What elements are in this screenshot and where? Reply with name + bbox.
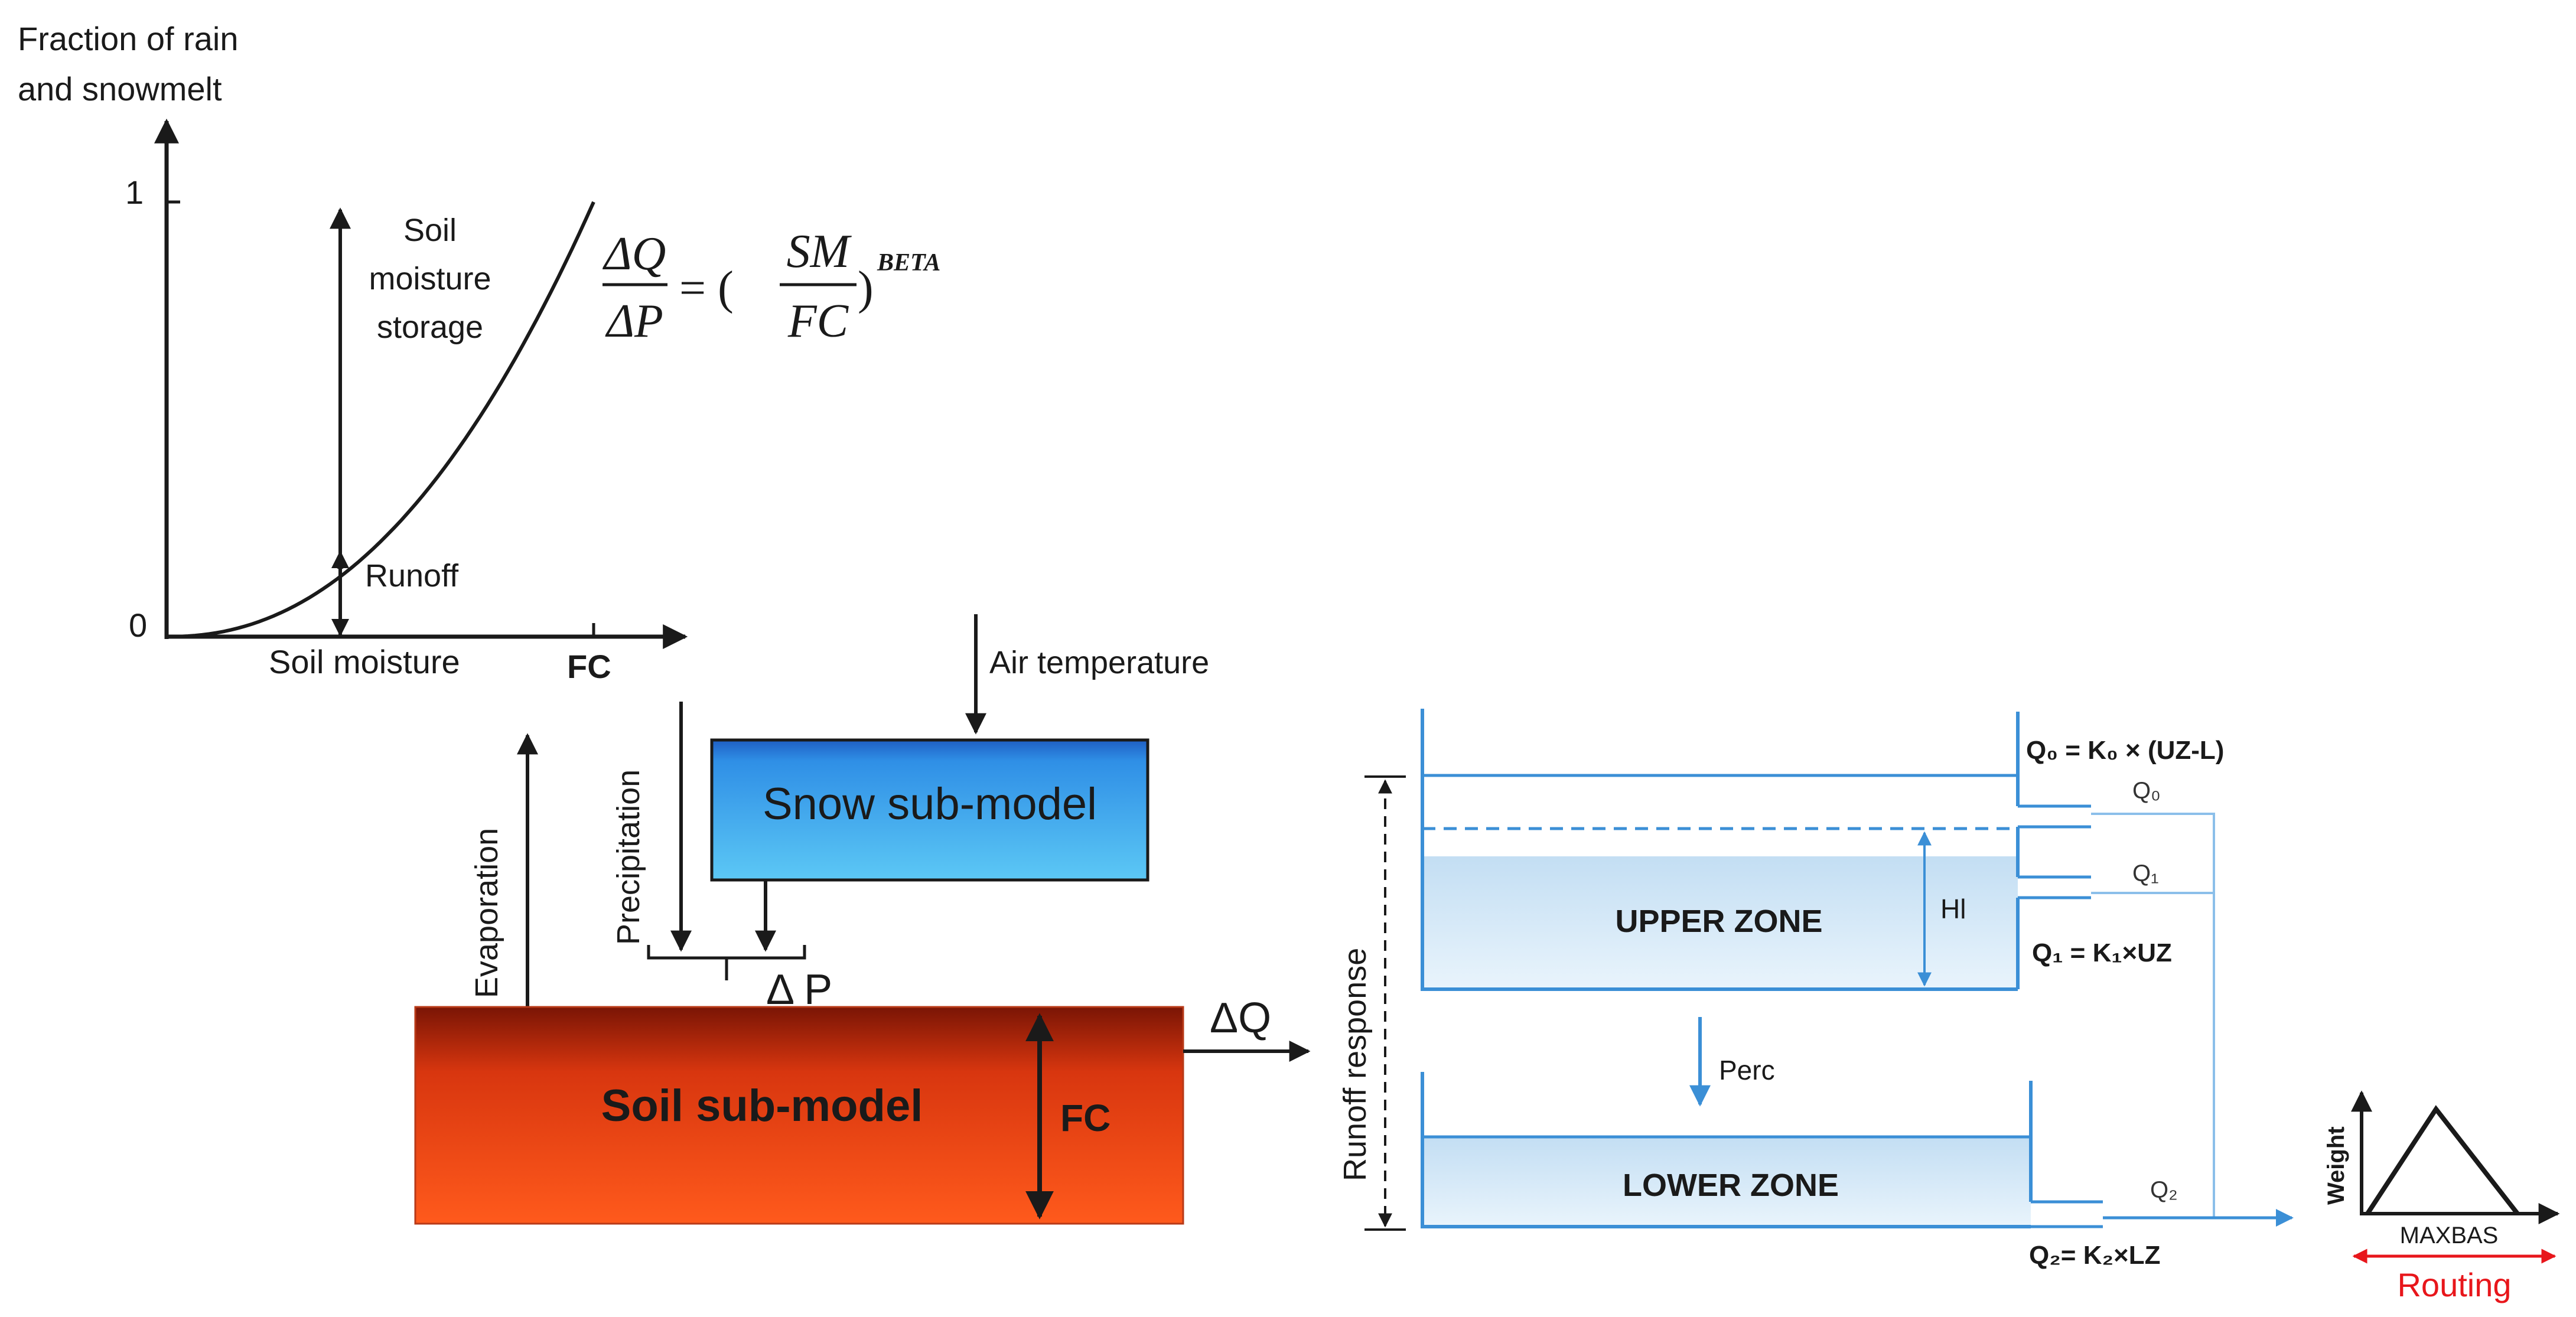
origin-label: 0 <box>129 607 147 644</box>
routing-panel: Weight MAXBAS Routing <box>2323 1090 2560 1303</box>
hl-label: Hl <box>1940 894 1966 924</box>
y-axis-label-line1: Fraction of rain <box>18 20 239 57</box>
upper-zone-tank <box>1421 709 2018 991</box>
snow-sub-model-box: Snow sub-model <box>710 738 1149 882</box>
soil-moisture-curve-plot: Fraction of rain and snowmelt 1 0 FC Soi… <box>18 20 688 685</box>
upper-zone-label: UPPER ZONE <box>1615 904 1822 939</box>
soil-sub-model-box: Soil sub-model FC <box>414 1006 1184 1225</box>
q1-label: Q₁ <box>2132 860 2159 886</box>
snow-sub-model-label: Snow sub-model <box>763 779 1097 829</box>
runoff-response-label: Runoff response <box>1337 948 1373 1181</box>
runoff-label: Runoff <box>365 558 459 594</box>
lower-zone-label: LOWER ZONE <box>1623 1168 1839 1203</box>
delta-q-output: ΔQ <box>1183 995 1311 1062</box>
y-axis-label-line2: and snowmelt <box>18 70 222 107</box>
soil-fc-label: FC <box>1060 1097 1110 1139</box>
q0-flow-line <box>2091 813 2215 1218</box>
routing-weight-label: Weight <box>2323 1126 2349 1205</box>
x-axis-label: Soil moisture <box>269 643 460 680</box>
equation-lhs-denominator: ΔP <box>605 295 663 347</box>
routing-label: Routing <box>2397 1266 2511 1303</box>
delta-q-label: ΔQ <box>1210 995 1271 1042</box>
precipitation-label: Precipitation <box>611 770 646 945</box>
q1-outlet-pipe <box>2018 875 2091 899</box>
storage-label-line3: storage <box>377 309 483 345</box>
maxbas-label: MAXBAS <box>2400 1223 2499 1248</box>
storage-label-line1: Soil <box>403 213 457 248</box>
equation-rhs-denominator: FC <box>787 295 849 347</box>
q2-outlet-pipe <box>2031 1200 2103 1228</box>
storage-label-line2: moisture <box>369 261 491 296</box>
equation-lhs-numerator: ΔQ <box>603 228 666 280</box>
lower-zone-tank <box>1421 1072 2031 1228</box>
evaporation-label: Evaporation <box>469 828 504 998</box>
runoff-response-panel: Runoff response Hl UPPER ZONE Perc LOWER… <box>1337 709 2294 1270</box>
air-temperature-label: Air temperature <box>989 645 1209 680</box>
delta-p-label: Δ P <box>766 966 832 1013</box>
beta-equation: ΔQ ΔP = ( SM FC ) BETA <box>603 226 941 347</box>
equation-exponent: BETA <box>877 249 940 276</box>
q1-equation: Q₁ = K₁×UZ <box>2032 938 2172 967</box>
perc-label: Perc <box>1719 1055 1775 1085</box>
y-tick-label-1: 1 <box>125 174 144 211</box>
q0-label: Q₀ <box>2132 778 2161 804</box>
q2-label: Q₂ <box>2150 1177 2178 1203</box>
delta-p-bracket <box>647 945 806 960</box>
q2-equation: Q₂= K₂×LZ <box>2029 1241 2160 1270</box>
maxbas-triangle <box>2365 1105 2520 1215</box>
runoff-fraction-curve <box>166 201 595 638</box>
q0-equation: Q₀ = K₀ × (UZ-L) <box>2026 736 2224 765</box>
lower-zone-water <box>1422 1137 2031 1227</box>
runoff-point <box>335 559 346 569</box>
equation-close-paren: ) <box>858 262 874 314</box>
soil-sub-model-label: Soil sub-model <box>601 1081 923 1131</box>
x-tick-label-fc: FC <box>567 648 611 685</box>
q0-outlet-pipe <box>2018 804 2091 829</box>
model-inputs: Air temperature Precipitation Evaporatio… <box>469 614 1209 1013</box>
equation-equals: = ( <box>679 262 734 314</box>
equation-rhs-numerator: SM <box>787 226 852 278</box>
